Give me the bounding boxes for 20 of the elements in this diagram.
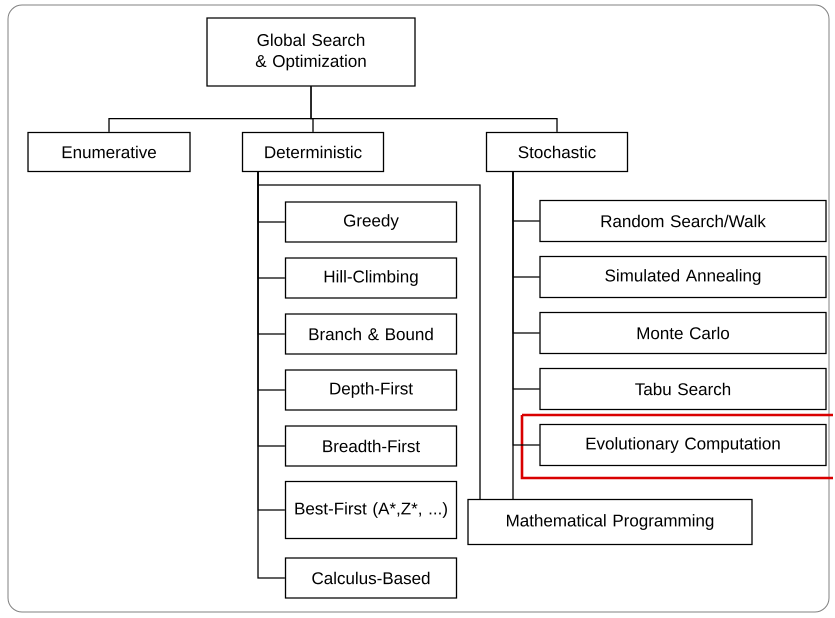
box: Depth-First [284,369,458,411]
box: Evolutionary Computation [539,424,827,466]
box: Best-First (A*,Z*, ...) [284,480,458,540]
box: Mathematical Programming [467,498,753,546]
box: Random Search/Walk [539,200,827,242]
box: Simulated Annealing [539,256,827,298]
box: Tabu Search [539,368,827,410]
box: Calculus-Based [284,557,458,599]
box: Enumerative [27,132,191,172]
connector [310,86,558,132]
box: Branch & Bound [284,313,458,355]
box: Greedy [284,201,458,243]
box: Hill-Climbing [284,257,458,299]
box: Global Search & Optimization [206,17,416,87]
box: Stochastic [486,132,628,172]
box: Monte Carlo [539,312,827,354]
connector [257,172,481,500]
box: Breadth-First [284,425,458,467]
box: Deterministic [242,132,384,172]
connector [512,172,514,500]
